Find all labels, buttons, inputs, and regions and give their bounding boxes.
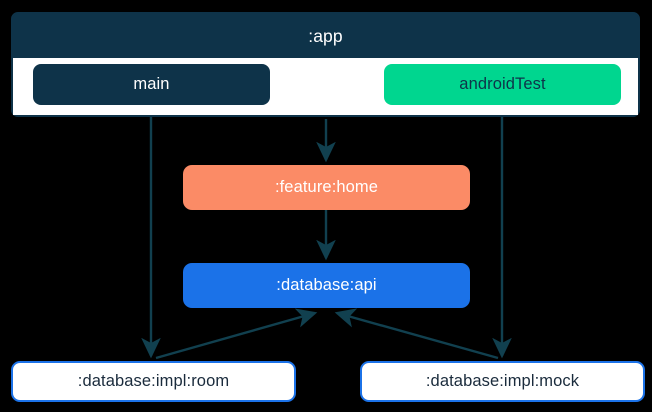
module-node-feature-home[interactable]: :feature:home [183, 165, 470, 210]
source-set-main-label: main [133, 75, 170, 93]
cluster-app-title: :app [308, 25, 343, 46]
edge-database-impl-mock-to-database-api [334, 308, 499, 360]
source-set-main[interactable]: main [33, 64, 270, 105]
module-node-database-impl-mock-label: :database:impl:mock [425, 372, 580, 390]
module-node-database-impl-room-label: :database:impl:room [77, 372, 230, 390]
module-node-database-api-label: :database:api [276, 276, 377, 294]
edge-database-impl-room-to-database-api [155, 308, 318, 360]
source-set-androidtest-label: androidTest [459, 75, 546, 93]
module-node-database-impl-mock[interactable]: :database:impl:mock [360, 361, 645, 402]
module-node-database-impl-room[interactable]: :database:impl:room [11, 361, 296, 402]
source-set-androidtest[interactable]: androidTest [384, 64, 621, 105]
module-node-feature-home-label: :feature:home [274, 178, 379, 196]
module-node-database-api[interactable]: :database:api [183, 263, 470, 308]
